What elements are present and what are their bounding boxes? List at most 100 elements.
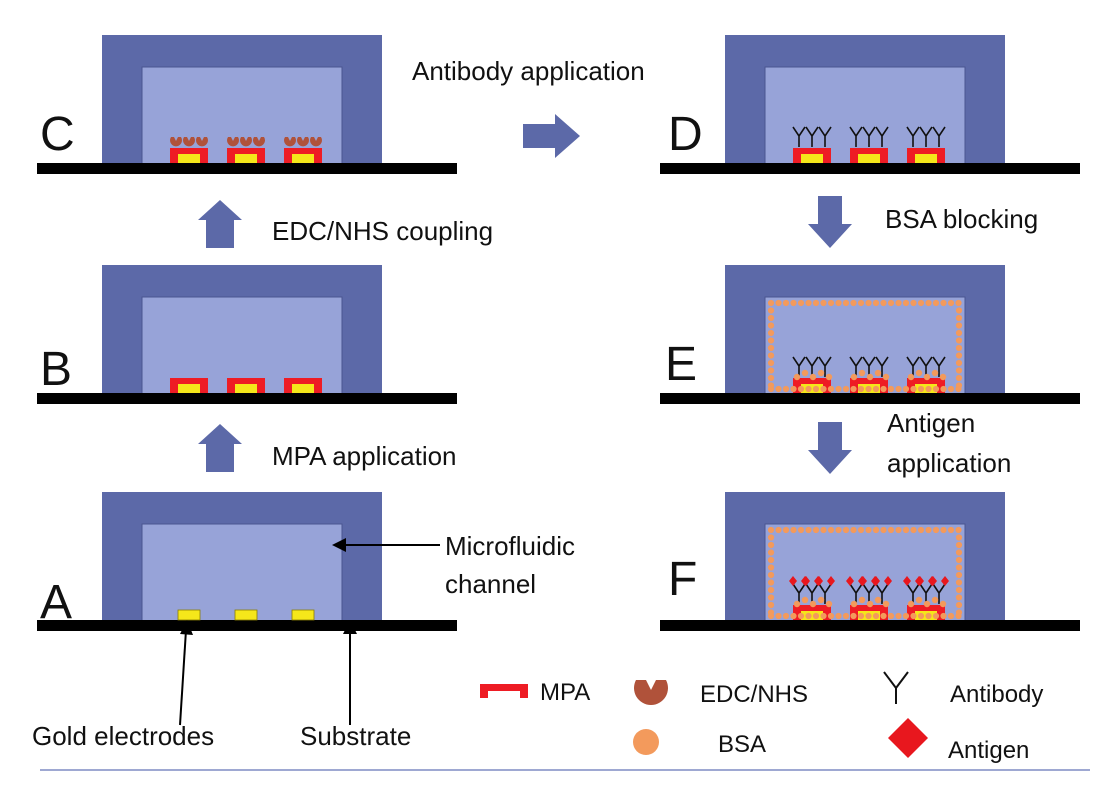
bsa-blocking-dot bbox=[880, 299, 887, 307]
bsa-blocking-dot bbox=[955, 571, 963, 579]
bsa-blocking-dot bbox=[895, 385, 902, 393]
panel-a-letter: A bbox=[40, 576, 72, 629]
bsa-blocking-dot bbox=[947, 612, 955, 620]
substrate bbox=[37, 620, 457, 631]
bsa-blocking-dot bbox=[865, 385, 872, 393]
bsa-blocking-dot bbox=[767, 526, 775, 534]
bsa-blocking-dot bbox=[917, 612, 925, 620]
bsa-blocking-dot bbox=[880, 526, 887, 534]
bsa-blocking-dot bbox=[857, 612, 865, 620]
panel-e-device bbox=[660, 265, 1080, 404]
bsa-blocking-dot bbox=[947, 385, 955, 393]
bsa-blocking-dot bbox=[865, 299, 872, 307]
bsa-blocking-dot bbox=[767, 367, 775, 374]
antibody bbox=[932, 126, 946, 147]
bsa-blocking-dot bbox=[872, 526, 880, 534]
bsa-blocking-dot bbox=[775, 385, 782, 393]
bsa-blocking-dot bbox=[767, 556, 775, 564]
gold-electrode bbox=[801, 611, 823, 620]
bsa-blocking-dot bbox=[767, 344, 775, 352]
bsa-blocking-dot bbox=[910, 385, 917, 393]
bsa-blocking-dot bbox=[955, 601, 963, 609]
bsa-on-electrode bbox=[882, 373, 890, 381]
bsa-blocking-dot bbox=[955, 352, 963, 359]
bsa-blocking-dot bbox=[820, 526, 827, 534]
step-antibody-application: Antibody application bbox=[412, 56, 645, 86]
bsa-on-electrode bbox=[858, 369, 866, 377]
callout-microfluidic-channel-line2: channel bbox=[445, 569, 536, 599]
antibody bbox=[919, 126, 933, 147]
bsa-blocking-dot bbox=[767, 601, 775, 609]
panel-c-device bbox=[37, 35, 457, 174]
gold-electrode bbox=[858, 154, 880, 163]
bsa-on-electrode bbox=[817, 596, 825, 604]
panel-d-device bbox=[660, 35, 1080, 174]
edc-nhs-ester bbox=[170, 137, 183, 147]
edc-nhs-ester bbox=[284, 137, 296, 147]
bsa-blocking-dot bbox=[805, 612, 812, 620]
panel-b-device bbox=[37, 265, 457, 404]
edc-nhs-ester bbox=[183, 137, 196, 147]
bsa-blocking-dot bbox=[940, 526, 947, 534]
bsa-blocking-dot bbox=[932, 385, 940, 393]
bsa-on-electrode bbox=[923, 600, 931, 608]
bsa-blocking-dot bbox=[887, 526, 895, 534]
edc-nhs-ester bbox=[297, 137, 309, 147]
bsa-blocking-dot bbox=[955, 329, 963, 337]
bsa-blocking-dot bbox=[872, 612, 880, 620]
bsa-blocking-dot bbox=[947, 526, 955, 534]
bsa-blocking-dot bbox=[895, 612, 902, 620]
gold-electrode bbox=[291, 609, 315, 621]
antibody bbox=[849, 126, 863, 147]
bsa-on-electrode bbox=[915, 369, 923, 377]
bsa-on-electrode bbox=[809, 373, 817, 381]
bsa-blocking-dot bbox=[932, 612, 940, 620]
bsa-blocking-dot bbox=[910, 526, 917, 534]
bsa-blocking-dot bbox=[812, 526, 820, 534]
edc-nhs-ester bbox=[195, 137, 209, 147]
panel-e-letter: E bbox=[665, 338, 697, 391]
bsa-blocking-dot bbox=[835, 526, 842, 534]
bsa-blocking-dot bbox=[955, 586, 963, 594]
gold-electrode bbox=[178, 154, 200, 163]
bsa-on-electrode bbox=[939, 373, 947, 381]
antigen bbox=[916, 576, 924, 586]
edc-nhs-ester bbox=[240, 137, 252, 147]
bsa-on-electrode bbox=[866, 600, 874, 608]
bsa-on-electrode bbox=[939, 600, 947, 608]
gold-electrode bbox=[292, 384, 314, 393]
bsa-blocking-dot bbox=[940, 385, 947, 393]
bsa-blocking-dot bbox=[767, 549, 775, 556]
bsa-blocking-dot bbox=[767, 571, 775, 579]
legend-edc-nhs-label: EDC/NHS bbox=[700, 681, 808, 708]
bsa-on-electrode bbox=[801, 596, 809, 604]
bsa-blocking-dot bbox=[955, 337, 963, 344]
antigen bbox=[827, 576, 835, 586]
gold-electrode bbox=[177, 609, 201, 621]
bsa-blocking-dot bbox=[805, 299, 812, 307]
bsa-blocking-dot bbox=[767, 329, 775, 337]
callout-microfluidic-channel-line1: Microfluidic bbox=[445, 531, 575, 561]
antibody bbox=[875, 356, 889, 377]
bsa-on-electrode bbox=[825, 373, 833, 381]
legend-bsa-label: BSA bbox=[718, 731, 766, 758]
legend-antigen-icon bbox=[888, 718, 928, 758]
arrow-up-b-to-c-icon bbox=[198, 200, 242, 248]
bsa-blocking-dot bbox=[917, 526, 925, 534]
gold-electrode bbox=[235, 154, 257, 163]
gold-electrode bbox=[178, 384, 200, 393]
antigen bbox=[884, 576, 892, 586]
bsa-on-electrode bbox=[850, 600, 858, 608]
bsa-blocking-dot bbox=[857, 385, 865, 393]
bsa-blocking-dot bbox=[820, 612, 827, 620]
gold-electrode bbox=[235, 384, 257, 393]
bsa-blocking-dot bbox=[835, 385, 842, 393]
arrow-down-d-to-e-icon bbox=[808, 196, 852, 248]
edc-nhs-ester bbox=[309, 137, 322, 147]
substrate bbox=[37, 393, 457, 404]
antigen bbox=[872, 576, 880, 586]
legend-edc-nhs-icon bbox=[634, 680, 669, 705]
bsa-blocking-dot bbox=[925, 526, 932, 534]
bsa-blocking-dot bbox=[767, 586, 775, 594]
bsa-blocking-dot bbox=[925, 612, 932, 620]
